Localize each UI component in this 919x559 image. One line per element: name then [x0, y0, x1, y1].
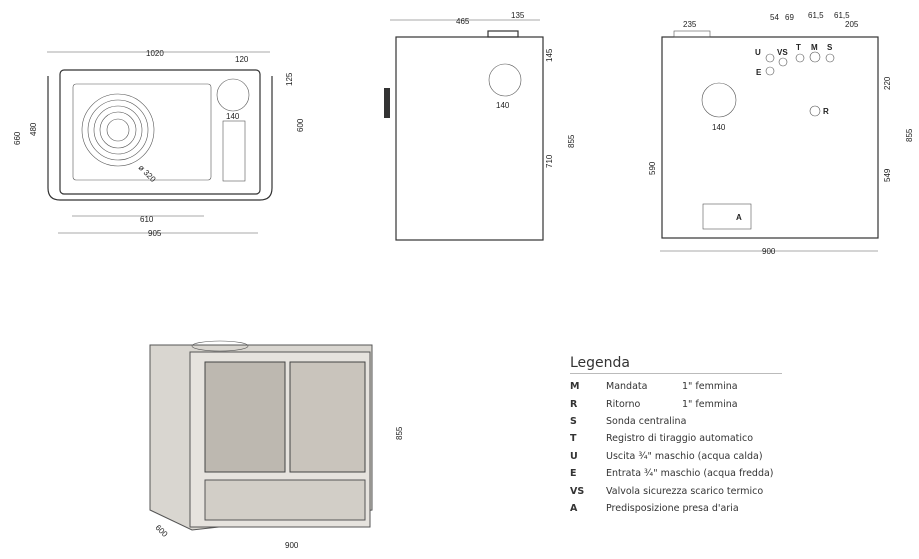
legend-description: Entrata ¾" maschio (acqua fredda): [606, 468, 774, 480]
legend-description: Predisposizione presa d'aria: [606, 502, 739, 514]
label-VS: VS: [777, 48, 788, 57]
legend-code: E: [570, 468, 577, 480]
dim-590: 590: [648, 161, 657, 175]
back-view: U VS T M S E R A 235 54 69 61,5 61,5 205…: [648, 11, 914, 256]
dim-900-3d: 900: [285, 541, 299, 550]
dim-69: 69: [785, 13, 794, 22]
dim-125: 125: [285, 72, 294, 86]
dim-140-back: 140: [712, 123, 726, 132]
dim-235: 235: [683, 20, 697, 29]
legend-description: Registro di tiraggio automatico: [606, 433, 754, 445]
dim-855-back: 855: [905, 128, 914, 142]
legend-item: A Predisposizione presa d'aria: [570, 500, 782, 517]
legend-code: R: [570, 398, 578, 410]
legend-item: R Ritorno 1" femmina: [570, 395, 782, 412]
legend-spec: 1" femmina: [682, 381, 738, 393]
perspective-view: 855 900 600: [149, 340, 404, 550]
dim-855-side: 855: [567, 134, 576, 148]
dim-205: 205: [845, 20, 859, 29]
label-U: U: [755, 48, 761, 57]
dim-54: 54: [770, 13, 779, 22]
dim-61-5-a: 61,5: [808, 11, 824, 20]
legend-description: Sonda centralina: [606, 415, 687, 427]
dim-320: ø 320: [137, 163, 158, 184]
legend-item: VS Valvola sicurezza scarico termico: [570, 482, 782, 499]
label-A: A: [736, 213, 742, 222]
dim-61-5-b: 61,5: [834, 11, 850, 20]
legend-code: T: [570, 433, 577, 445]
dim-660: 660: [13, 131, 22, 145]
dim-600-3d: 600: [154, 523, 170, 539]
legend-item: S Sonda centralina: [570, 413, 782, 430]
dim-120: 120: [235, 55, 249, 64]
legend-code: U: [570, 450, 578, 462]
label-M: M: [811, 43, 818, 52]
dim-549: 549: [883, 168, 892, 182]
legend-description: Mandata: [606, 381, 648, 393]
legend-item: E Entrata ¾" maschio (acqua fredda): [570, 465, 782, 482]
dim-905: 905: [148, 229, 162, 238]
dim-480: 480: [29, 122, 38, 136]
dim-220: 220: [883, 76, 892, 90]
legend-title: Legenda: [570, 355, 782, 374]
dim-610: 610: [140, 215, 154, 224]
dim-145: 145: [545, 48, 554, 62]
dim-135: 135: [511, 11, 525, 20]
dim-1020: 1020: [146, 49, 164, 58]
dim-900: 900: [762, 247, 776, 256]
label-E: E: [756, 68, 762, 77]
label-S: S: [827, 43, 833, 52]
legend-item: T Registro di tiraggio automatico: [570, 430, 782, 447]
top-view: 1020 120 140 ø 320 610 905 660 480 125 6…: [13, 49, 305, 238]
legend-description: Uscita ¾" maschio (acqua calda): [606, 450, 763, 462]
dim-710: 710: [545, 154, 554, 168]
legend-spec: 1" femmina: [682, 398, 738, 410]
dim-465: 465: [456, 17, 470, 26]
label-T: T: [796, 43, 801, 52]
dim-140: 140: [226, 112, 240, 121]
label-R: R: [823, 107, 829, 116]
legend-item: U Uscita ¾" maschio (acqua calda): [570, 448, 782, 465]
legend-code: S: [570, 415, 577, 427]
legend-description: Ritorno: [606, 398, 641, 410]
dim-600: 600: [296, 118, 305, 132]
legend-code: VS: [570, 485, 585, 497]
dim-140-side: 140: [496, 101, 510, 110]
dim-855-3d: 855: [395, 426, 404, 440]
legend-code: A: [570, 502, 578, 514]
legend-item: M Mandata 1" femmina: [570, 378, 782, 395]
legend-description: Valvola sicurezza scarico termico: [606, 485, 764, 497]
side-view: 465 135 145 140 710 855: [384, 11, 576, 241]
legend-code: M: [570, 381, 580, 393]
